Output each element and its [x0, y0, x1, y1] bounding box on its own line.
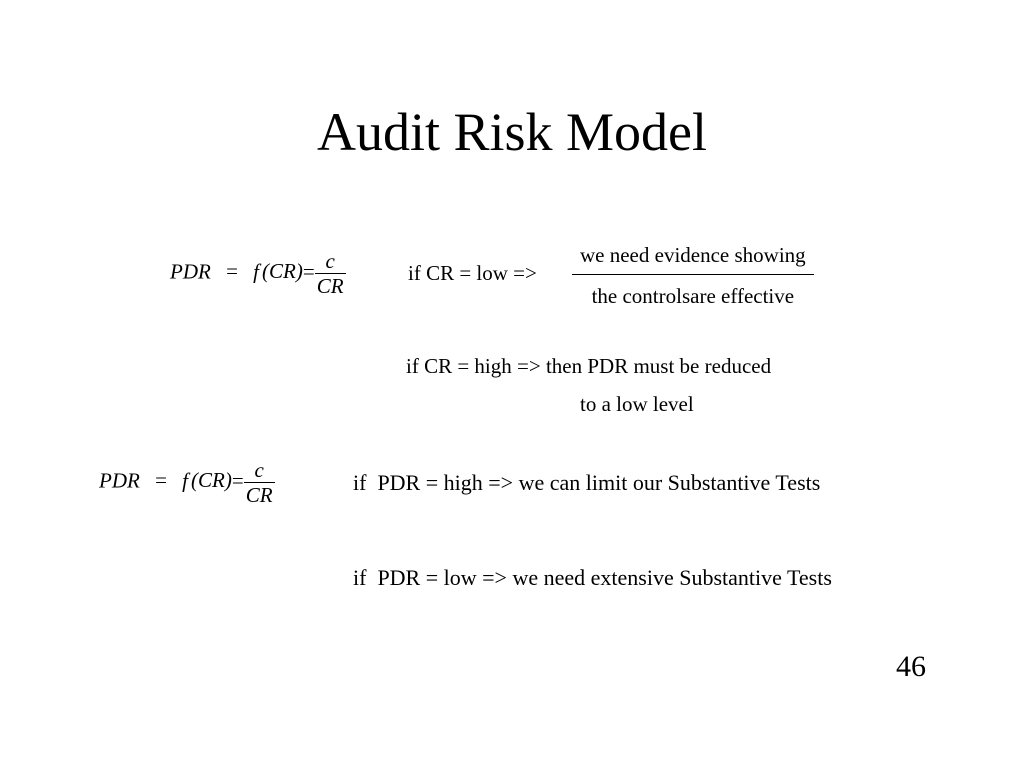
- page-number: 46: [896, 650, 926, 683]
- rule-cr-high-line2: to a low level: [580, 392, 694, 416]
- rule-cr-low-condition: if CR = low =>: [408, 261, 537, 285]
- fraction-denominator: CR: [316, 274, 344, 298]
- formula-lhs: PDR: [99, 468, 140, 493]
- rule-cr-low-result-line2: the controlsare effective: [591, 284, 795, 308]
- fraction-numerator: c: [243, 458, 275, 483]
- rule-cr-low-result: we need evidence showing the controlsare…: [572, 242, 814, 309]
- rule-pdr-low: if PDR = low => we need extensive Substa…: [353, 565, 832, 590]
- slide-title: Audit Risk Model: [316, 102, 708, 162]
- formula-arg: (CR): [191, 468, 232, 493]
- formula-eq2: =: [231, 468, 244, 493]
- rule-cr-high-line1: if CR = high => then PDR must be reduced: [406, 354, 772, 378]
- rule-pdr-high: if PDR = high => we can limit our Substa…: [353, 470, 821, 495]
- formula-lhs: PDR: [170, 259, 211, 284]
- formula-eq: =: [226, 259, 238, 284]
- rule-cr-low-result-line1: we need evidence showing: [572, 242, 814, 275]
- formula-func: f: [182, 468, 189, 493]
- formula-eq2: =: [302, 259, 315, 284]
- formula-func: f: [253, 259, 260, 284]
- fraction-numerator: c: [314, 249, 346, 274]
- formula-eq: =: [155, 468, 167, 493]
- fraction-denominator: CR: [245, 483, 273, 507]
- formula-arg: (CR): [262, 259, 303, 284]
